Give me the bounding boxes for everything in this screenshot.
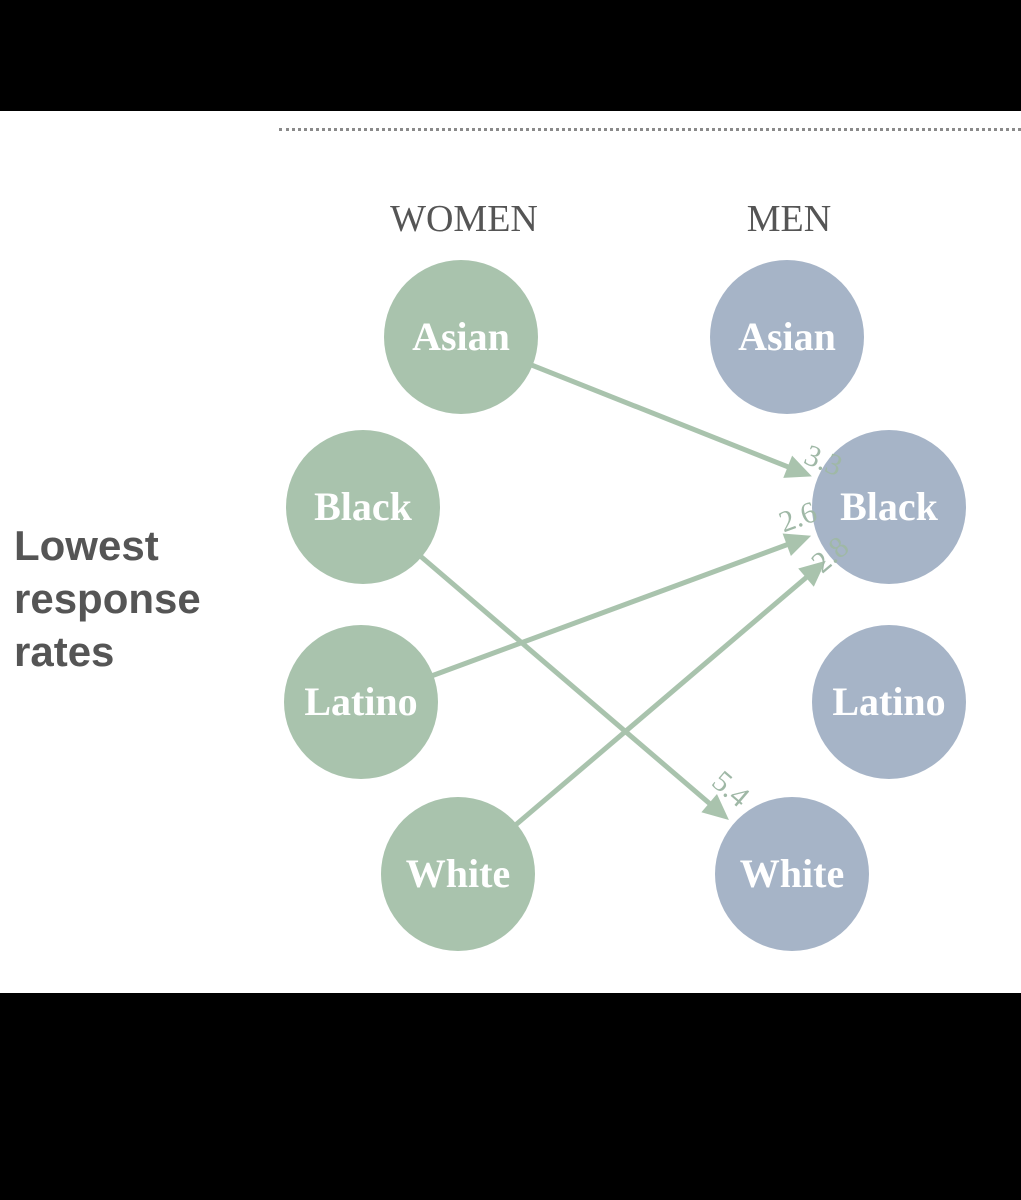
- edges-layer: [418, 362, 826, 828]
- side-label-line: response: [14, 575, 201, 622]
- arrowhead: [701, 794, 729, 821]
- arrowhead: [783, 455, 812, 478]
- edge-arrow: [529, 362, 812, 478]
- women-column-header: WOMEN: [390, 198, 538, 240]
- men-node-latino: Latino: [812, 625, 966, 779]
- dotted-rule: [279, 128, 1021, 131]
- node-label: White: [406, 851, 510, 896]
- node-circle: [286, 430, 440, 584]
- arrowhead: [798, 560, 826, 587]
- node-label: Black: [840, 484, 939, 529]
- side-label: Lowest response rates: [14, 519, 201, 678]
- node-circle: [715, 797, 869, 951]
- men-column-header: MEN: [747, 198, 831, 240]
- node-label: Black: [314, 484, 413, 529]
- node-circle: [710, 260, 864, 414]
- edge-line: [418, 553, 717, 811]
- edge-arrow: [513, 560, 826, 828]
- node-label: Asian: [738, 314, 836, 359]
- edge-line: [430, 539, 796, 679]
- edge-line: [513, 570, 814, 828]
- edge-arrow: [418, 553, 729, 821]
- side-label-line: rates: [14, 628, 115, 675]
- men-node-asian: Asian: [710, 260, 864, 414]
- arrowhead: [782, 533, 812, 557]
- node-circle: [812, 430, 966, 584]
- edge-arrow: [430, 533, 812, 679]
- network-diagram: WOMEN MEN AsianBlackLatinoWhiteAsianBlac…: [284, 198, 966, 951]
- women-node-asian: Asian: [384, 260, 538, 414]
- node-circle: [381, 797, 535, 951]
- men-node-white: White: [715, 797, 869, 951]
- node-label: Latino: [832, 679, 945, 724]
- node-label: Asian: [412, 314, 510, 359]
- edge-line: [529, 362, 797, 473]
- side-label-line: Lowest: [14, 522, 159, 569]
- node-label: White: [740, 851, 844, 896]
- node-label: Latino: [304, 679, 417, 724]
- node-circle: [384, 260, 538, 414]
- women-node-black: Black: [286, 430, 440, 584]
- node-circle: [812, 625, 966, 779]
- women-node-latino: Latino: [284, 625, 438, 779]
- men-node-black: Black: [812, 430, 966, 584]
- women-node-white: White: [381, 797, 535, 951]
- node-circle: [284, 625, 438, 779]
